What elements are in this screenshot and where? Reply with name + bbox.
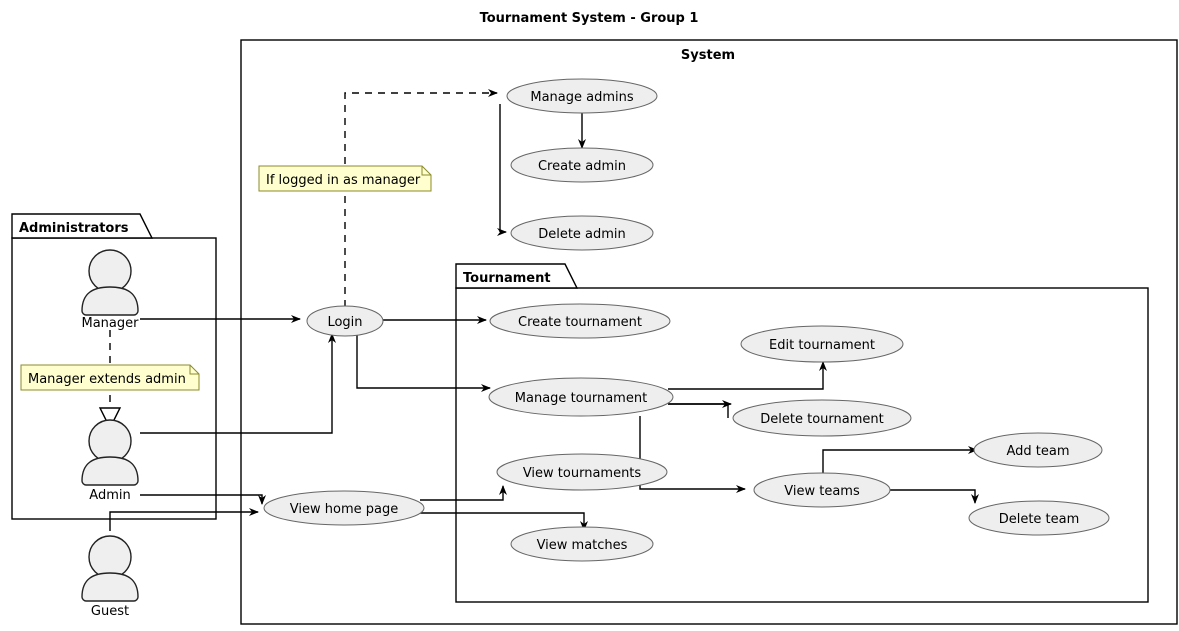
usecase-manage-tournament-label: Manage tournament <box>515 391 647 406</box>
edge-guest-viewhome <box>109 508 259 531</box>
edge-viewteams-deleteteam <box>889 489 979 504</box>
note-manager-extends-admin: Manager extends admin <box>20 364 200 391</box>
actor-manager-label: Manager <box>82 316 140 331</box>
package-system-label: System <box>681 48 735 63</box>
edge-managetournament-edittournament <box>668 361 827 390</box>
usecase-manage-admins-label: Manage admins <box>530 90 634 105</box>
usecase-delete-tournament-label: Delete tournament <box>760 412 883 427</box>
package-tournament-tab <box>455 263 579 289</box>
note-if-logged-in-as-manager: If logged in as manager <box>258 165 432 192</box>
usecase-delete-team[interactable]: Delete team <box>968 500 1110 536</box>
package-system <box>240 39 1178 625</box>
actor-admin[interactable]: Admin <box>81 419 139 503</box>
actor-admin-label: Admin <box>89 488 130 503</box>
edge-admin-viewhome <box>140 494 266 505</box>
usecase-view-home-page-label: View home page <box>290 502 398 517</box>
usecase-view-teams[interactable]: View teams <box>753 472 891 508</box>
usecase-view-teams-label: View teams <box>784 484 860 499</box>
usecase-manage-tournament[interactable]: Manage tournament <box>488 377 674 417</box>
edge-viewteams-addteam <box>822 446 978 475</box>
usecase-manage-admins[interactable]: Manage admins <box>506 78 658 114</box>
usecase-delete-admin[interactable]: Delete admin <box>510 215 654 251</box>
edge-mt-dt-seg <box>668 403 729 418</box>
edge-viewhome-viewmatches <box>420 512 588 531</box>
edge-admin-login <box>140 333 336 434</box>
note-if-logged-in-as-manager-label: If logged in as manager <box>266 173 421 188</box>
package-tournament-label: Tournament <box>463 271 551 286</box>
usecase-create-tournament[interactable]: Create tournament <box>489 303 671 339</box>
usecase-edit-tournament[interactable]: Edit tournament <box>740 325 904 363</box>
edge-managetournament-viewteams <box>639 416 746 493</box>
usecase-login-label: Login <box>327 315 362 330</box>
usecase-delete-team-label: Delete team <box>999 512 1080 527</box>
generalization-arrowhead <box>98 407 122 430</box>
note-manager-extends-admin-label: Manager extends admin <box>28 372 186 387</box>
usecase-create-admin[interactable]: Create admin <box>510 147 654 183</box>
usecase-create-tournament-label: Create tournament <box>518 315 642 330</box>
usecase-view-matches[interactable]: View matches <box>510 526 654 562</box>
actor-manager[interactable]: Manager <box>81 249 140 331</box>
edge-login-manageadmins <box>344 89 498 307</box>
package-administrators-tab <box>11 213 154 239</box>
usecase-create-admin-label: Create admin <box>538 159 626 174</box>
usecase-add-team-label: Add team <box>1006 444 1069 459</box>
usecase-add-team[interactable]: Add team <box>973 432 1103 468</box>
diagram-title: Tournament System - Group 1 <box>480 11 699 26</box>
usecase-view-tournaments[interactable]: View tournaments <box>496 453 668 491</box>
actor-guest-label: Guest <box>91 604 129 619</box>
package-administrators-label: Administrators <box>19 221 129 236</box>
edge-viewhome-viewtournaments <box>420 485 507 501</box>
usecase-delete-admin-label: Delete admin <box>538 227 626 242</box>
usecase-login[interactable]: Login <box>306 305 384 337</box>
package-tournament <box>455 287 1149 603</box>
usecase-delete-tournament[interactable]: Delete tournament <box>732 399 912 437</box>
usecase-edit-tournament-label: Edit tournament <box>769 338 875 353</box>
actor-guest[interactable]: Guest <box>81 535 139 619</box>
usecase-view-tournaments-label: View tournaments <box>523 466 642 481</box>
usecase-view-home-page[interactable]: View home page <box>263 490 425 526</box>
usecase-view-matches-label: View matches <box>537 538 628 553</box>
edge-login-managetournament <box>356 333 491 392</box>
